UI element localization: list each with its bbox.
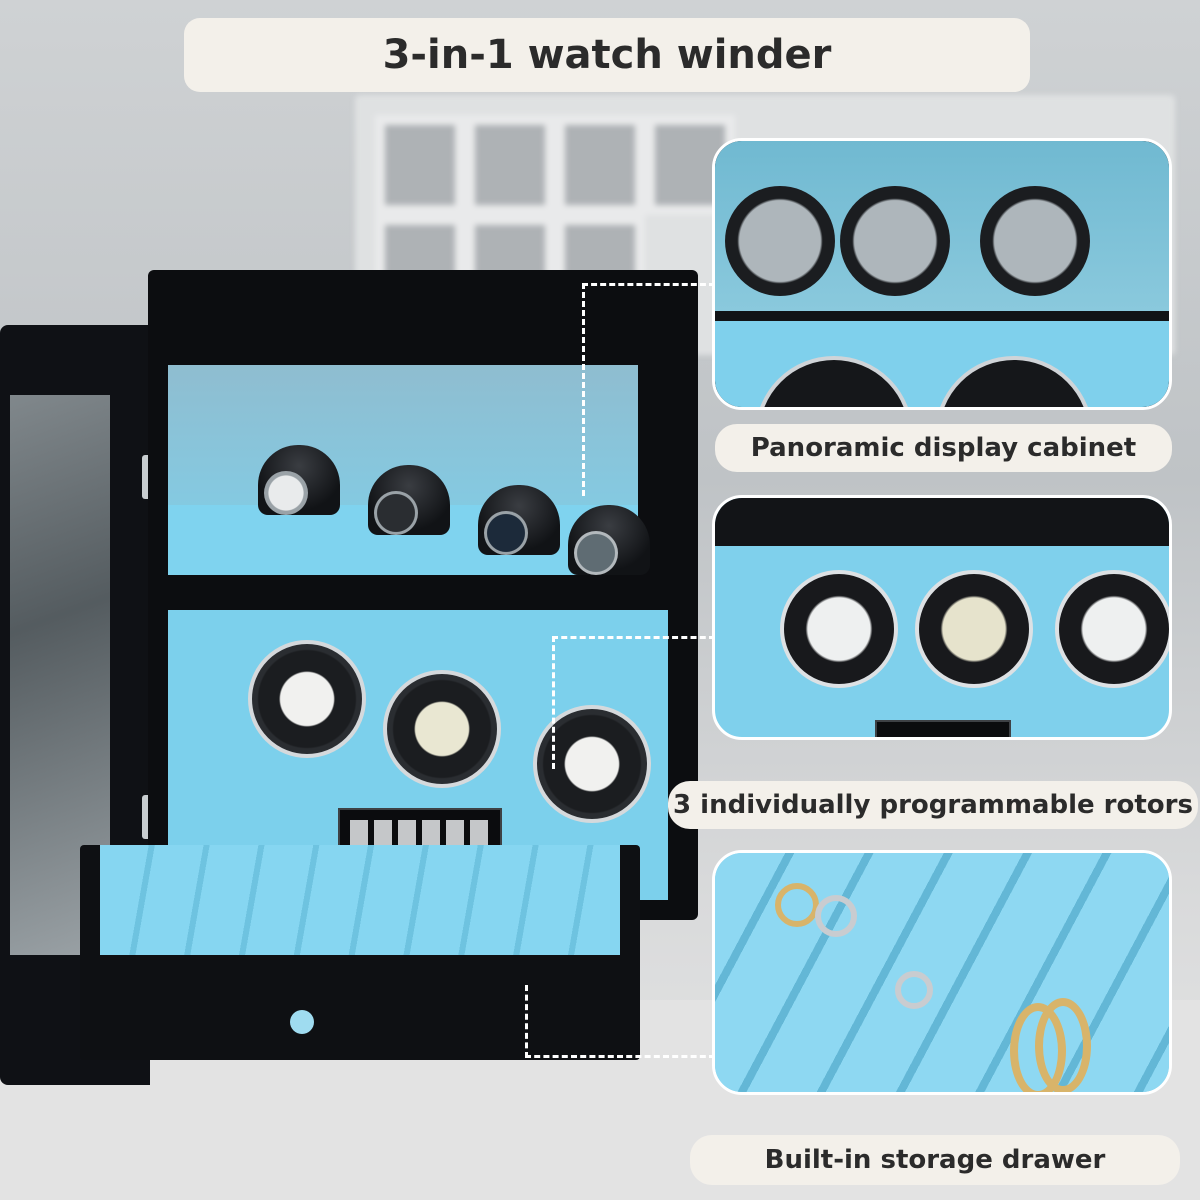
detail-rotors: [712, 495, 1172, 740]
display-shelf: [168, 365, 650, 575]
feature-label-storage-drawer: Built-in storage drawer: [690, 1135, 1180, 1185]
feature-label-display-cabinet: Panoramic display cabinet: [715, 424, 1172, 472]
connector-line-3: [525, 985, 715, 1058]
detail-display-cabinet: [712, 138, 1172, 410]
connector-line-1: [582, 283, 715, 496]
rotor-2: [383, 670, 501, 788]
connector-line-2: [552, 636, 715, 769]
cabinet-body: [148, 270, 698, 920]
feature-label-rotors: 3 individually programmable rotors: [668, 781, 1198, 829]
watch-winder-cabinet: [0, 240, 760, 1090]
detail-storage-drawer: [712, 850, 1172, 1095]
page-title: 3-in-1 watch winder: [184, 18, 1030, 92]
drawer-knob: [290, 1010, 314, 1034]
rotor-1: [248, 640, 366, 758]
storage-drawer: [80, 845, 640, 1060]
